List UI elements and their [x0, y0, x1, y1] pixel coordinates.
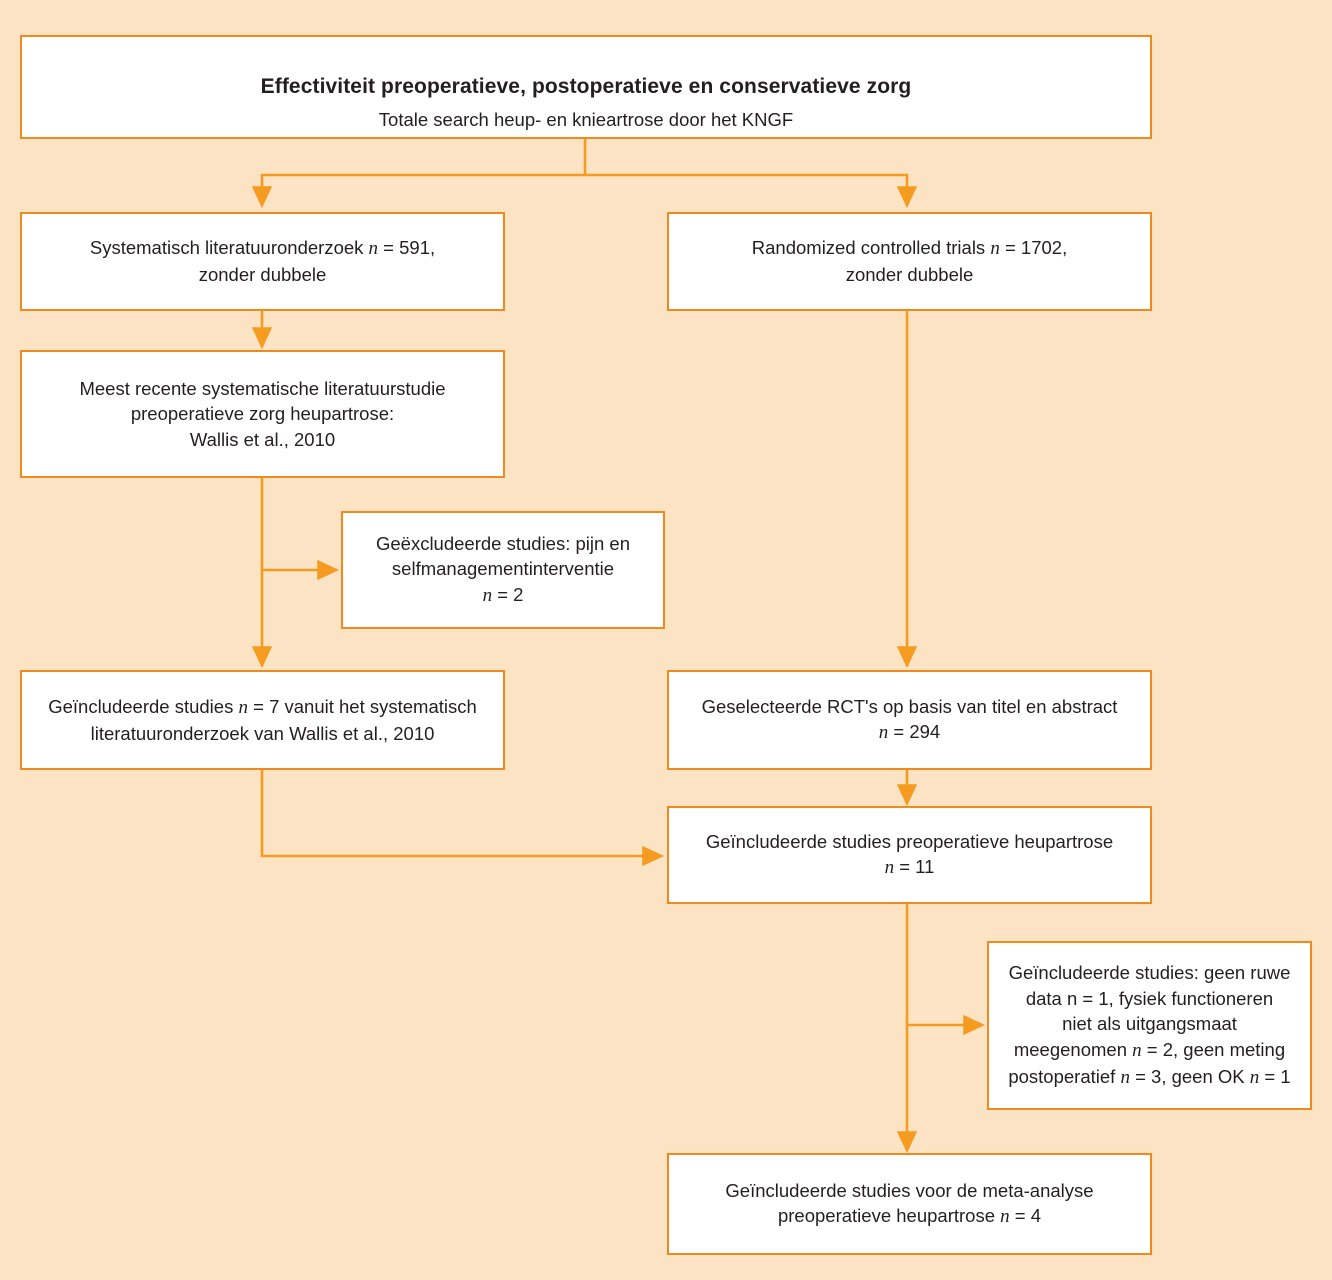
n-symbol: n — [482, 584, 493, 606]
n-symbol: n — [238, 696, 248, 718]
connector-title-to-right — [585, 173, 918, 209]
connector-included-to-preop — [260, 770, 665, 867]
node-rct-search: Randomized controlled trials n = 1702, z… — [667, 212, 1152, 311]
most-recent-review-line1: Meest recente systematische literatuurst… — [79, 377, 446, 399]
n-symbol: n — [1132, 1039, 1142, 1061]
node-excluded-details: Geïncludeerde studies: geen ruwe data n … — [987, 941, 1312, 1110]
n-symbol: n — [884, 857, 895, 879]
excluded-pain-line2: selfmanagementinterventie — [391, 558, 615, 580]
included-from-review-text-a: Geïncludeerde studies — [48, 695, 239, 717]
excluded-details-line4-b: = 2, geen meting — [1141, 1038, 1286, 1060]
excluded-pain-line1: Geëxcludeerde studies: pijn en — [375, 532, 631, 554]
excluded-details-line2: data n = 1, fysiek functioneren — [1025, 987, 1274, 1009]
most-recent-review-line2: preoperatieve zorg heupartrose: — [130, 403, 395, 425]
systematic-search-text-a: Systematisch literatuuronderzoek — [89, 237, 369, 259]
systematic-search-line2: zonder dubbele — [198, 264, 327, 286]
node-title-box: Effectiviteit preoperatieve, postoperati… — [20, 35, 1152, 139]
rct-search-text-a: Randomized controlled trials — [751, 237, 991, 259]
most-recent-review-line3: Wallis et al., 2010 — [189, 428, 336, 450]
final-meta-line1: Geïncludeerde studies voor de meta-analy… — [725, 1179, 1094, 1201]
included-preop-hip-line1: Geïncludeerde studies preoperatieve heup… — [705, 830, 1114, 852]
excluded-details-line5-b: = 3, geen OK — [1129, 1065, 1250, 1087]
systematic-search-text-b: = 591, — [378, 237, 436, 259]
n-symbol: n — [1249, 1066, 1260, 1088]
n-symbol: n — [1120, 1066, 1130, 1088]
final-meta-count: = 4 — [1009, 1205, 1042, 1227]
excluded-details-line4-a: meegenomen — [1013, 1038, 1133, 1060]
included-from-review-line2: literatuuronderzoek van Wallis et al., 2… — [90, 722, 435, 744]
excluded-details-line5-c: = 1 — [1259, 1065, 1291, 1087]
diagram-title: Effectiviteit preoperatieve, postoperati… — [260, 75, 912, 98]
excluded-details-line1: Geïncludeerde studies: geen ruwe — [1008, 962, 1291, 983]
n-symbol: n — [878, 722, 889, 744]
connector-title-to-left — [251, 173, 585, 209]
included-preop-hip-count: = 11 — [894, 856, 935, 878]
excluded-details-line5-a: postoperatief — [1008, 1065, 1121, 1087]
selected-rcts-line1: Geselecteerde RCT's op basis van titel e… — [701, 695, 1118, 717]
n-symbol: n — [990, 238, 1000, 260]
node-most-recent-review: Meest recente systematische literatuurst… — [20, 350, 505, 478]
n-symbol: n — [1000, 1206, 1010, 1228]
rct-search-text-b: = 1702, — [999, 237, 1068, 259]
node-included-preop-hip: Geïncludeerde studies preoperatieve heup… — [667, 806, 1152, 904]
n-symbol: n — [368, 238, 379, 260]
final-meta-line2-a: preoperatieve heupartrose — [777, 1205, 1001, 1227]
node-excluded-pain-selfmanagement: Geëxcludeerde studies: pijn en selfmanag… — [341, 511, 665, 629]
rct-search-line2: zonder dubbele — [845, 264, 974, 286]
node-included-from-review: Geïncludeerde studies n = 7 vanuit het s… — [20, 670, 505, 770]
node-final-meta-analysis: Geïncludeerde studies voor de meta-analy… — [667, 1153, 1152, 1255]
node-systematic-search: Systematisch literatuuronderzoek n = 591… — [20, 212, 505, 311]
node-selected-rcts: Geselecteerde RCT's op basis van titel e… — [667, 670, 1152, 770]
selected-rcts-count: = 294 — [888, 721, 941, 743]
excluded-pain-count: = 2 — [492, 583, 524, 605]
diagram-subtitle: Totale search heup- en knieartrose door … — [378, 108, 794, 130]
excluded-details-line3: niet als uitgangsmaat — [1062, 1013, 1237, 1035]
included-from-review-text-b: = 7 vanuit het systematisch — [247, 695, 477, 717]
